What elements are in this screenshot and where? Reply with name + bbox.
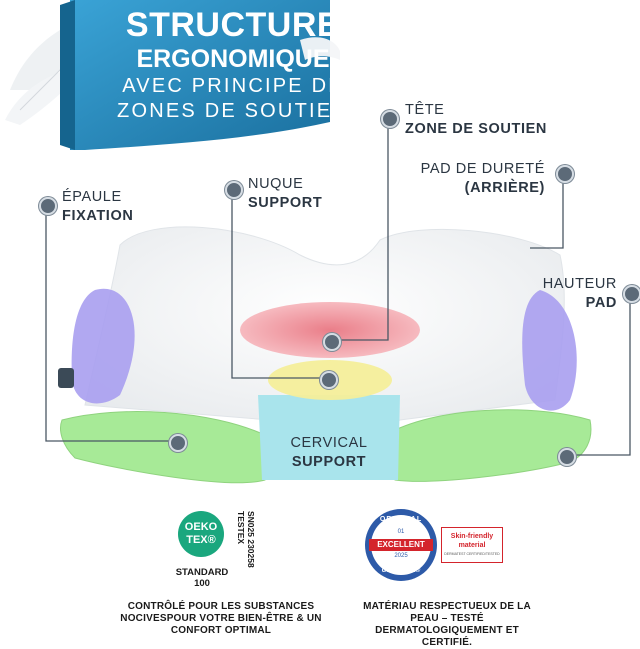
- head-marker-dot: [381, 110, 399, 128]
- right-height-pad: [522, 290, 577, 411]
- title-banner: STRUCTURE ERGONOMIQUE AVEC PRINCIPE DE Z…: [5, 0, 347, 150]
- dermatest-ring-bottom: dermatest®: [381, 567, 421, 574]
- label-head-top: TÊTE: [405, 102, 445, 118]
- height-marker-dot: [623, 285, 640, 303]
- right-shoulder-wing: [394, 409, 592, 482]
- oeko-standard: STANDARD 100: [174, 567, 230, 589]
- firmness-marker-dot: [556, 165, 574, 183]
- oeko-logo-line2: TEX®: [186, 534, 216, 546]
- shoulder-zone-dot: [169, 434, 187, 452]
- label-firmness-pad: PAD DE DURETÉ (ARRIÈRE): [380, 160, 545, 198]
- banner-line3: AVEC PRINCIPE DE: [122, 75, 344, 97]
- label-height: HAUTEUR PAD: [500, 275, 617, 313]
- label-shoulder-top: ÉPAULE: [62, 189, 122, 205]
- banner-title: STRUCTURE: [125, 6, 341, 44]
- label-neck: NUQUE SUPPORT: [248, 175, 322, 213]
- left-height-pad: [71, 288, 135, 404]
- height-zone-dot: [558, 448, 576, 466]
- tag-line2: material: [458, 542, 486, 549]
- neck-zone-dot: [320, 371, 338, 389]
- tag-line1: Skin-friendly: [450, 533, 494, 540]
- label-neck-top: NUQUE: [248, 176, 304, 192]
- oeko-code-vertical: SN025 230258 TESTEX: [232, 511, 264, 589]
- label-neck-bottom: SUPPORT: [248, 195, 323, 211]
- label-head-bottom: ZONE DE SOUTIEN: [405, 121, 547, 137]
- label-shoulder: ÉPAULE FIXATION: [62, 188, 133, 226]
- dermatest-certification: ORIGINAL 01 EXCELLENT 2025 dermatest® Sk…: [365, 505, 505, 585]
- label-cervical-bottom: SUPPORT: [291, 454, 367, 470]
- cervical-zone: [258, 395, 400, 480]
- label-firmness-bottom: (ARRIÈRE): [464, 180, 545, 196]
- dermatest-number: 01: [397, 529, 405, 535]
- label-head: TÊTE ZONE DE SOUTIEN: [405, 101, 547, 139]
- left-shoulder-wing: [60, 411, 266, 484]
- label-cervical-top: CERVICAL: [290, 435, 368, 451]
- oeko-tex-logo: OEKO TEX®: [178, 511, 224, 557]
- label-height-top: HAUTEUR: [542, 276, 617, 292]
- banner-line4: ZONES DE SOUTIEN: [117, 100, 349, 122]
- feather-decoration-icon: [5, 0, 340, 150]
- label-height-bottom: PAD: [585, 295, 617, 311]
- oeko-code: SN025 230258: [246, 511, 256, 568]
- skin-friendly-tag: Skin-friendly material DERMATEST CERTIFI…: [441, 527, 503, 563]
- head-zone-dot: [323, 333, 341, 351]
- oeko-standard-label: STANDARD: [175, 567, 229, 578]
- dermatest-year: 2025: [394, 553, 408, 559]
- oeko-logo-line1: OEKO: [184, 521, 218, 533]
- shoulder-marker-dot: [39, 197, 57, 215]
- oeko-issuer: TESTEX: [236, 511, 246, 545]
- oeko-tex-certification: OEKO TEX® STANDARD 100 SN025 230258 TEST…: [170, 505, 280, 595]
- tag-small: DERMATEST CERTIFIED/TESTED: [444, 552, 500, 556]
- head-zone: [240, 302, 420, 358]
- banner-subtitle: ERGONOMIQUE: [136, 45, 330, 73]
- dermatest-rating: EXCELLENT: [369, 539, 433, 551]
- label-shoulder-bottom: FIXATION: [62, 208, 134, 224]
- oeko-description: CONTRÔLÉ POUR LES SUBSTANCES NOCIVESPOUR…: [120, 601, 322, 636]
- neck-marker-dot: [225, 181, 243, 199]
- oeko-standard-number: 100: [194, 578, 210, 589]
- label-cervical: CERVICAL SUPPORT: [258, 434, 400, 472]
- dermatest-ring-top: ORIGINAL: [379, 516, 423, 523]
- dermatest-seal: ORIGINAL 01 EXCELLENT 2025 dermatest®: [365, 509, 437, 581]
- label-firmness-top: PAD DE DURETÉ: [420, 161, 545, 177]
